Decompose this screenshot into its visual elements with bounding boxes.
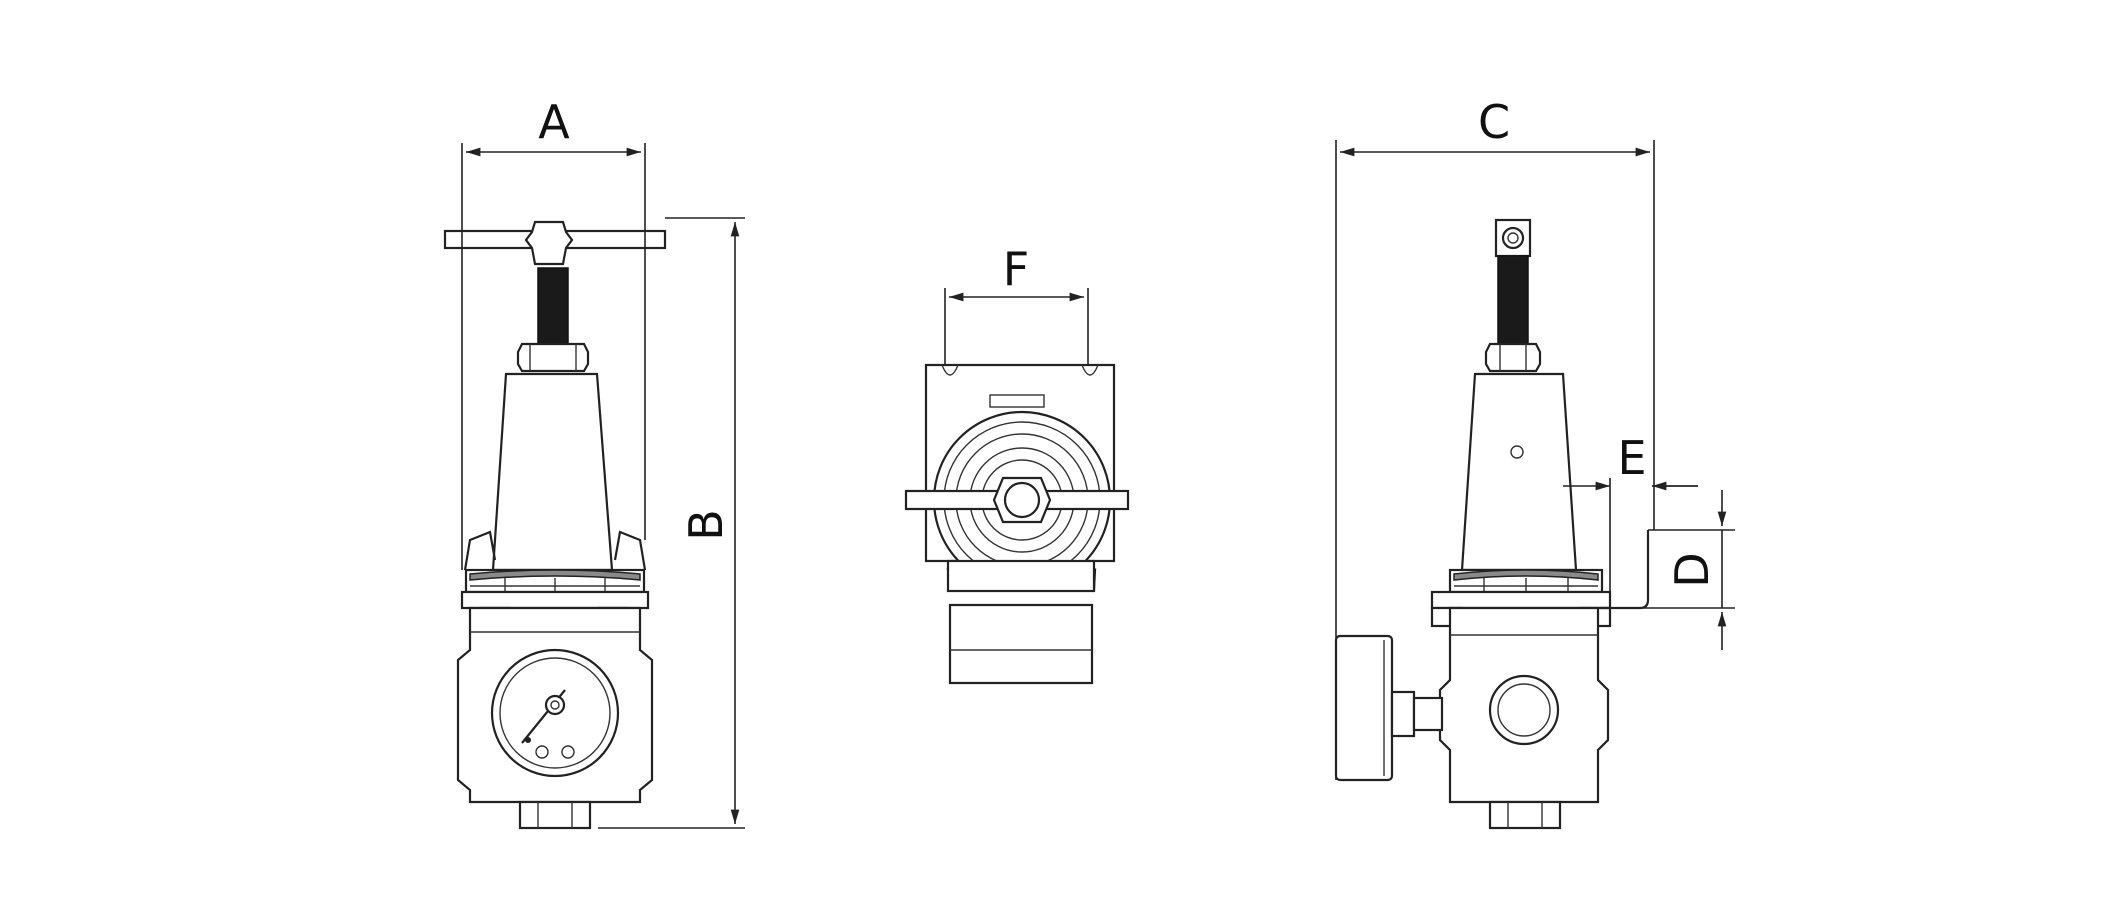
dimension-lines bbox=[461, 140, 1735, 829]
label-d: D bbox=[1665, 552, 1719, 587]
adjusting-screw bbox=[537, 267, 569, 345]
gauge-stem bbox=[1390, 690, 1416, 738]
body-ear-right bbox=[613, 530, 647, 571]
label-e: E bbox=[1617, 431, 1646, 485]
top-view bbox=[904, 363, 1130, 685]
label-a: A bbox=[538, 95, 570, 149]
front-view bbox=[443, 220, 667, 830]
label-f: F bbox=[1003, 242, 1029, 296]
bonnet-side bbox=[1460, 372, 1578, 572]
bottom-port bbox=[518, 800, 592, 830]
body-flange-side bbox=[1430, 590, 1612, 610]
body-flange bbox=[460, 590, 650, 610]
label-c: C bbox=[1478, 95, 1510, 149]
body-top bbox=[946, 559, 1096, 593]
bonnet bbox=[491, 372, 614, 572]
label-b: B bbox=[679, 509, 733, 541]
lock-nut bbox=[516, 342, 590, 373]
bracket-slot bbox=[989, 394, 1045, 408]
inlet-port bbox=[1488, 674, 1560, 746]
side-view bbox=[1334, 218, 1650, 830]
body-ear-left bbox=[463, 530, 497, 571]
lock-nut-side bbox=[1484, 342, 1542, 373]
bottom-port-side bbox=[1488, 800, 1562, 830]
gauge-top bbox=[948, 603, 1094, 685]
t-handle-hub bbox=[524, 220, 574, 266]
adjusting-screw-side bbox=[1497, 255, 1529, 345]
